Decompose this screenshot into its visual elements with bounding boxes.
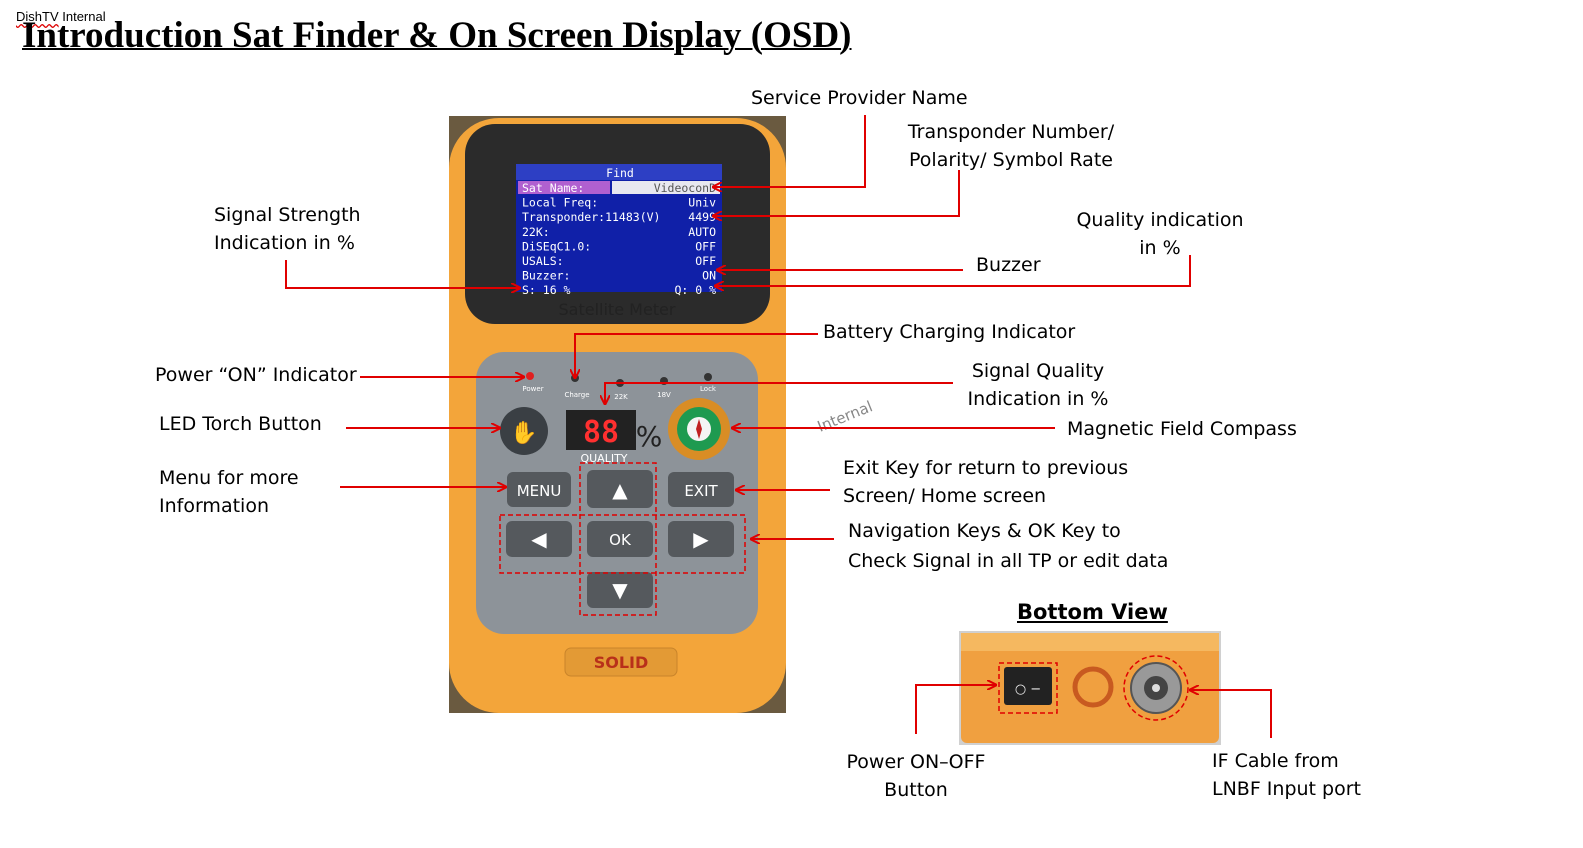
svg-text:OK: OK [609,531,632,549]
watermark: Internal [815,397,875,435]
osd-row-value: ON [702,269,716,283]
osd-row-label: Local Freq: [522,196,598,210]
ok-button [587,521,653,557]
osd-row-label: 22K: [522,225,550,239]
osd-row-value: Q: 0 % [674,283,716,297]
brand-logo: SOLID [594,653,649,672]
svg-text:▶: ▶ [693,527,709,551]
quality-display [566,410,636,450]
left-button [506,521,572,557]
power-switch [1004,667,1052,705]
meter-label: Satellite Meter [559,300,676,319]
osd-row-value: OFF [695,254,716,268]
menu-button [507,472,571,507]
label-bottom-view: Bottom View [1017,600,1168,624]
up-button [587,470,653,508]
label-compass: Magnetic Field Compass [1067,418,1297,440]
osd-heading: Find [606,166,634,180]
svg-text:EXIT: EXIT [684,482,718,500]
exit-button [668,472,734,507]
power-led [526,372,534,380]
osd-row-label: Sat Name: [522,181,584,195]
down-button [587,572,653,608]
svg-text:◀: ◀ [531,527,547,551]
osd-row-value: OFF [695,239,716,253]
label-power-on-indicator: Power “ON” Indicator [155,364,357,386]
page-title: Introduction Sat Finder & On Screen Disp… [22,15,852,56]
nav-highlight-horizontal [499,514,746,574]
osd-row-value: VideoconD [654,181,716,195]
osd-row-value: Univ [688,196,716,210]
label-transponder: Transponder Number/Polarity/ Symbol Rate [907,121,1115,171]
svg-text:Power: Power [522,385,543,393]
svg-text:○ −: ○ − [1015,682,1041,697]
osd-row-label: Buzzer: [522,269,570,283]
svg-text:88: 88 [583,415,619,450]
label-service-provider: Service Provider Name [751,87,968,109]
svg-text:%: % [636,420,663,453]
osd-row-value: AUTO [688,225,716,239]
svg-text:Lock: Lock [700,385,717,393]
right-button [668,521,734,557]
bottom-view-device: ○ − [959,631,1221,745]
svg-text:QUALITY: QUALITY [580,452,627,465]
svg-text:22K: 22K [614,393,628,401]
classification-tag: DishTV Internal [16,9,106,24]
label-led-torch: LED Torch Button [159,413,322,435]
osd-row-label: USALS: [522,254,564,268]
svg-text:18V: 18V [657,391,671,399]
torch-icon: ✋ [510,420,537,446]
label-buzzer: Buzzer [976,254,1041,276]
osd-row-value: 4499 [688,210,716,224]
osd-row-label: DiSEqC1.0: [522,239,591,253]
svg-text:▲: ▲ [612,478,628,502]
svg-text:▼: ▼ [612,578,628,602]
svg-text:MENU: MENU [517,482,562,500]
callout-arrows [285,115,1272,738]
osd-row-label: S: 16 % [522,283,571,297]
torch-button [500,407,548,455]
svg-text:Charge: Charge [564,391,589,399]
osd-highlight [518,181,610,194]
label-battery-charging: Battery Charging Indicator [823,321,1076,343]
sat-finder-device: Find Sat Name: VideoconD Local Freq: UnivTr… [449,116,875,713]
osd-row-label: Transponder:11483(V) [522,210,660,224]
nav-highlight-vertical [579,462,657,616]
